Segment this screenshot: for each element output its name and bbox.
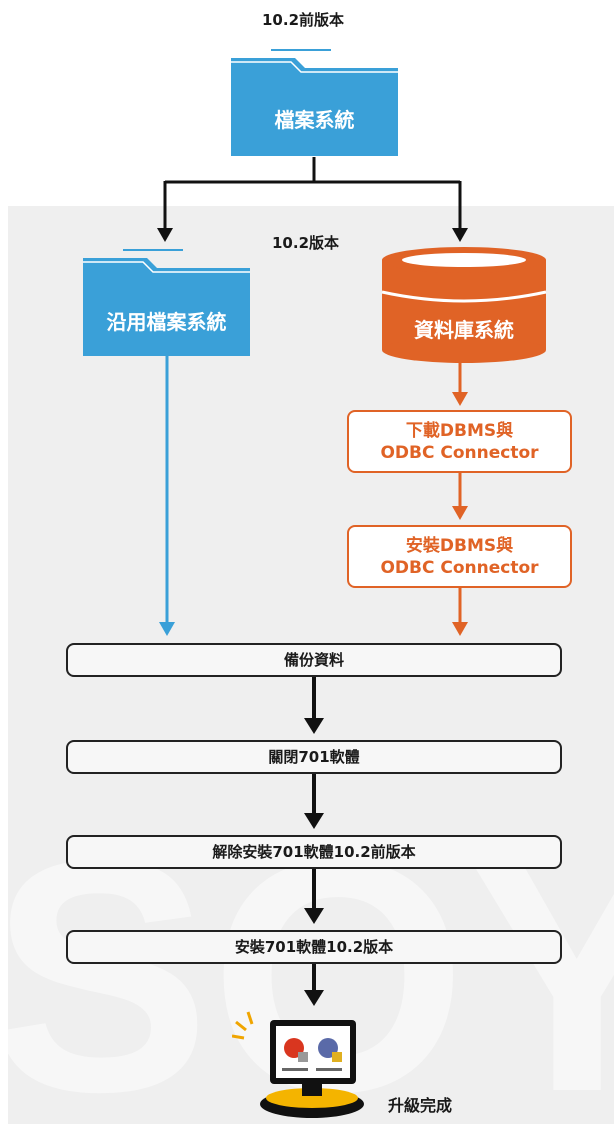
version-10-2-label: 10.2版本 (272, 234, 340, 252)
monitor-icon (232, 1011, 364, 1118)
step-close-software: 關閉701軟體 (66, 740, 562, 774)
step-uninstall-old: 解除安裝701軟體10.2前版本 (66, 835, 562, 869)
file-system-label: 檔案系統 (274, 108, 355, 132)
arrowhead (304, 813, 324, 829)
arrowhead (304, 718, 324, 734)
database-label: 資料庫系統 (414, 318, 514, 342)
legacy-file-system-label: 沿用檔案系統 (106, 310, 227, 334)
pre-version-label: 10.2前版本 (262, 11, 345, 29)
install-dbms-box: 安裝DBMS與 ODBC Connector (347, 525, 572, 588)
folder-icon (83, 249, 250, 356)
download-dbms-line2: ODBC Connector (380, 443, 539, 463)
step-backup-data: 備份資料 (66, 643, 562, 677)
arrowhead (159, 622, 175, 636)
arrowhead (452, 392, 468, 406)
file-system-folder: 檔案系統 (231, 48, 398, 156)
legacy-file-system-folder: 沿用檔案系統 (83, 248, 250, 356)
arrowhead (452, 622, 468, 636)
step-install-new: 安裝701軟體10.2版本 (66, 930, 562, 964)
arrowhead (452, 228, 468, 242)
arrowhead (157, 228, 173, 242)
database-icon (381, 247, 547, 363)
upgrade-complete-label: 升級完成 (388, 1096, 453, 1115)
folder-icon (231, 49, 398, 156)
arrowhead (304, 990, 324, 1006)
install-dbms-line2: ODBC Connector (380, 558, 539, 578)
arrowhead (304, 908, 324, 924)
download-dbms-line1: 下載DBMS與 (405, 421, 514, 441)
install-dbms-line1: 安裝DBMS與 (405, 536, 514, 556)
download-dbms-box: 下載DBMS與 ODBC Connector (347, 410, 572, 473)
arrowhead (452, 506, 468, 520)
